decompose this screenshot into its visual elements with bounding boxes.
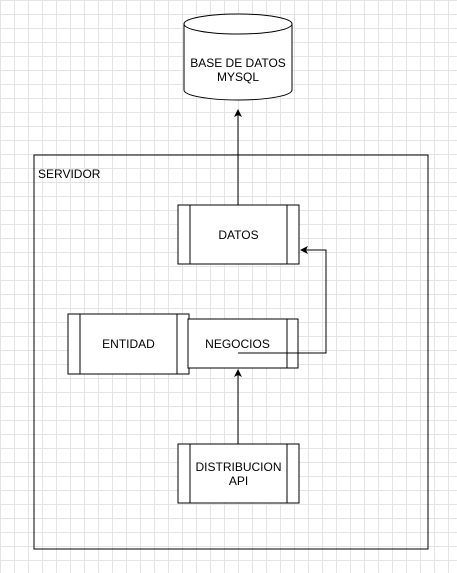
server-container[interactable] (33, 154, 429, 550)
database-cylinder[interactable] (183, 13, 293, 101)
connector-negocios-to-datos[interactable] (238, 246, 327, 354)
api-label: DISTRIBUCION API (195, 459, 282, 488)
datos-box[interactable] (177, 204, 300, 265)
server-label: SERVIDOR (38, 167, 101, 181)
entidad-box[interactable] (67, 313, 190, 375)
datos-label: DATOS (218, 227, 259, 242)
database-label: BASE DE DATOS MYSQL (190, 56, 286, 84)
negocios-label: NEGOCIOS (205, 336, 270, 351)
entidad-label: ENTIDAD (102, 337, 155, 351)
negocios-box[interactable] (187, 318, 299, 369)
